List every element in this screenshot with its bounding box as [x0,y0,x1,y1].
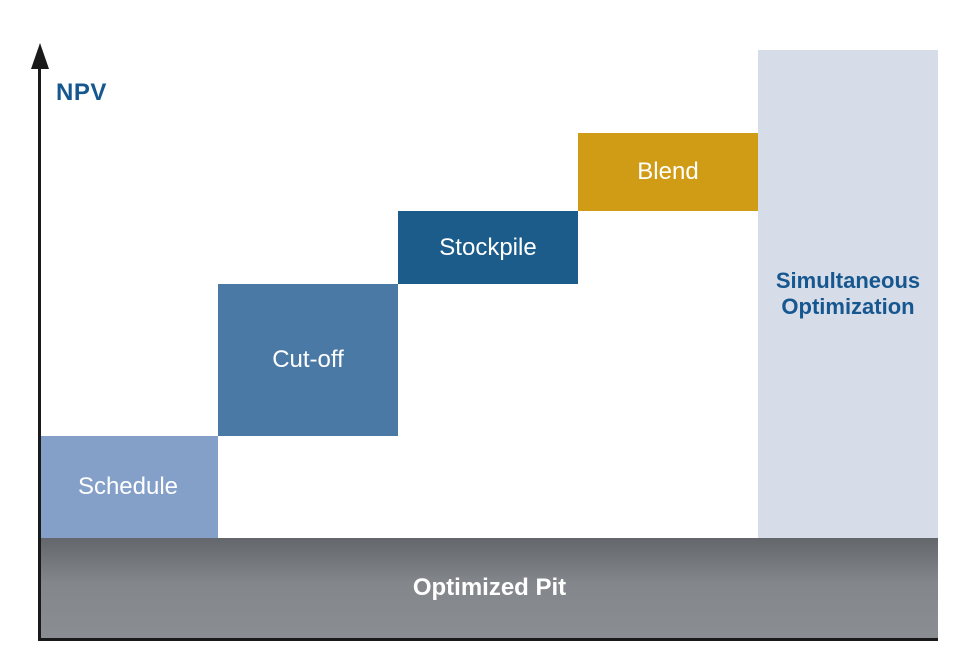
optimized-pit-bar: Optimized Pit [41,538,938,638]
optimized-pit-label: Optimized Pit [412,574,567,601]
block-label: Simultaneous Optimization [775,268,921,319]
block-blend: Blend [578,132,758,212]
y-axis-label: NPV [56,79,107,106]
block-label: Schedule [77,472,179,500]
block-label: Cut-off [272,345,344,373]
y-axis-line [38,60,41,641]
block-stockpile: Stockpile [398,211,578,285]
block-label: Stockpile [439,233,537,261]
y-axis-arrowhead-icon [31,43,49,69]
block-label: Blend [637,157,699,185]
x-axis-line [38,638,938,641]
block-schedule: Schedule [38,435,218,538]
block-cut-off: Cut-off [218,284,398,436]
block-simultaneous-optimization: Simultaneous Optimization [758,50,938,538]
